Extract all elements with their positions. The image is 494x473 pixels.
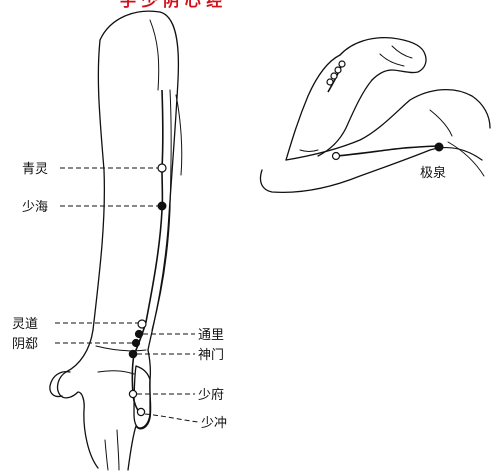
label-shaochong: 少冲 — [201, 416, 227, 431]
main-arm-outline — [50, 11, 182, 470]
point-yinxi-marker — [132, 339, 139, 346]
diagram-title: 手 少 阴 心 经 — [120, 0, 222, 10]
flexed-arm-outline — [260, 38, 490, 193]
flexed-point-4 — [327, 79, 333, 85]
point-jiquan-marker — [435, 143, 443, 151]
label-yinxi: 阴郄 — [12, 337, 38, 352]
label-shaofu: 少府 — [198, 388, 224, 403]
point-lingdao-marker — [138, 320, 146, 328]
leader-shaochong — [145, 414, 198, 422]
label-shaohai: 少海 — [22, 200, 48, 215]
flexed-meridian-upper — [336, 146, 440, 156]
flexed-point-5 — [333, 153, 340, 160]
flexed-point-1 — [339, 61, 345, 67]
title-fragment: 手 少 阴 心 经 — [120, 0, 222, 10]
label-qingling: 青灵 — [22, 162, 48, 177]
flexed-point-2 — [335, 67, 341, 73]
heart-meridian-line — [132, 90, 162, 414]
flexed-point-3 — [331, 73, 337, 79]
point-qingling-marker — [158, 164, 166, 172]
point-shaohai-marker — [158, 202, 166, 210]
point-shaofu-marker — [129, 390, 136, 397]
point-shenmen-marker — [129, 350, 137, 358]
point-shaochong-marker — [137, 408, 144, 415]
label-tongli: 通里 — [198, 328, 224, 343]
label-lingdao: 灵道 — [12, 317, 38, 332]
label-shenmen: 神门 — [198, 348, 224, 363]
label-jiquan: 极泉 — [420, 165, 446, 181]
point-tongli-marker — [135, 330, 142, 337]
